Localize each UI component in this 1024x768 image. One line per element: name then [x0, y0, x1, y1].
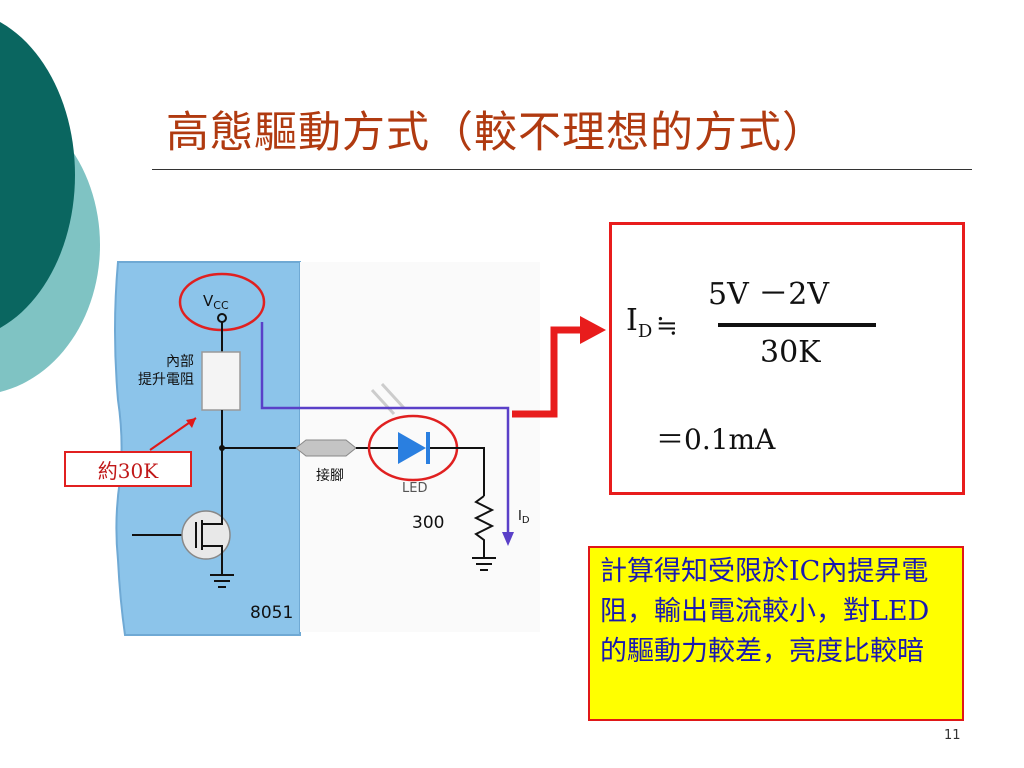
pullup-note: 約30K [64, 451, 192, 487]
formula-box: ID ≒ 5V －2V 30K ＝0.1mA [609, 222, 965, 495]
callout-note: 計算得知受限於IC內提昇電阻，輸出電流較小，對LED的驅動力較差，亮度比較暗 [588, 546, 964, 721]
current-label: ID [518, 509, 530, 526]
note-pointer-head [186, 418, 196, 428]
page-number: 11 [944, 728, 961, 743]
approx-symbol: ≒ [656, 311, 678, 341]
led-label: LED [402, 481, 427, 496]
pin-label: 接腳 [316, 467, 344, 484]
resistor-300 [473, 495, 495, 558]
light-ray-1 [370, 388, 396, 416]
pullup-label-line2: 提升電阻 [138, 372, 194, 388]
pullup-label-line1: 內部 [166, 354, 194, 370]
led-triangle [398, 432, 426, 464]
light-ray-2 [380, 382, 406, 410]
pin-connector [295, 439, 357, 457]
current-path [260, 322, 510, 540]
note-pointer [149, 417, 197, 451]
slide-title: 高態驅動方式（較不理想的方式） [166, 108, 826, 158]
title-divider [152, 169, 972, 170]
mosfet-source [202, 545, 223, 575]
formula-result: ＝0.1mA [656, 423, 776, 456]
resistor-value: 300 [412, 513, 444, 533]
current-arrow [502, 532, 514, 546]
formula-numerator: 5V －2V [708, 277, 830, 312]
formula-lhs: ID [626, 303, 653, 342]
fraction-bar [718, 323, 876, 327]
wire-led-resistor [430, 447, 485, 496]
formula-arrow-line [512, 326, 582, 418]
pullup-resistor [201, 351, 241, 411]
formula-arrow-head [580, 316, 606, 344]
chip-label: 8051 [250, 603, 293, 623]
formula-denominator: 30K [760, 335, 821, 370]
vcc-label: VCC [203, 292, 229, 312]
mosfet-drain [202, 512, 223, 525]
